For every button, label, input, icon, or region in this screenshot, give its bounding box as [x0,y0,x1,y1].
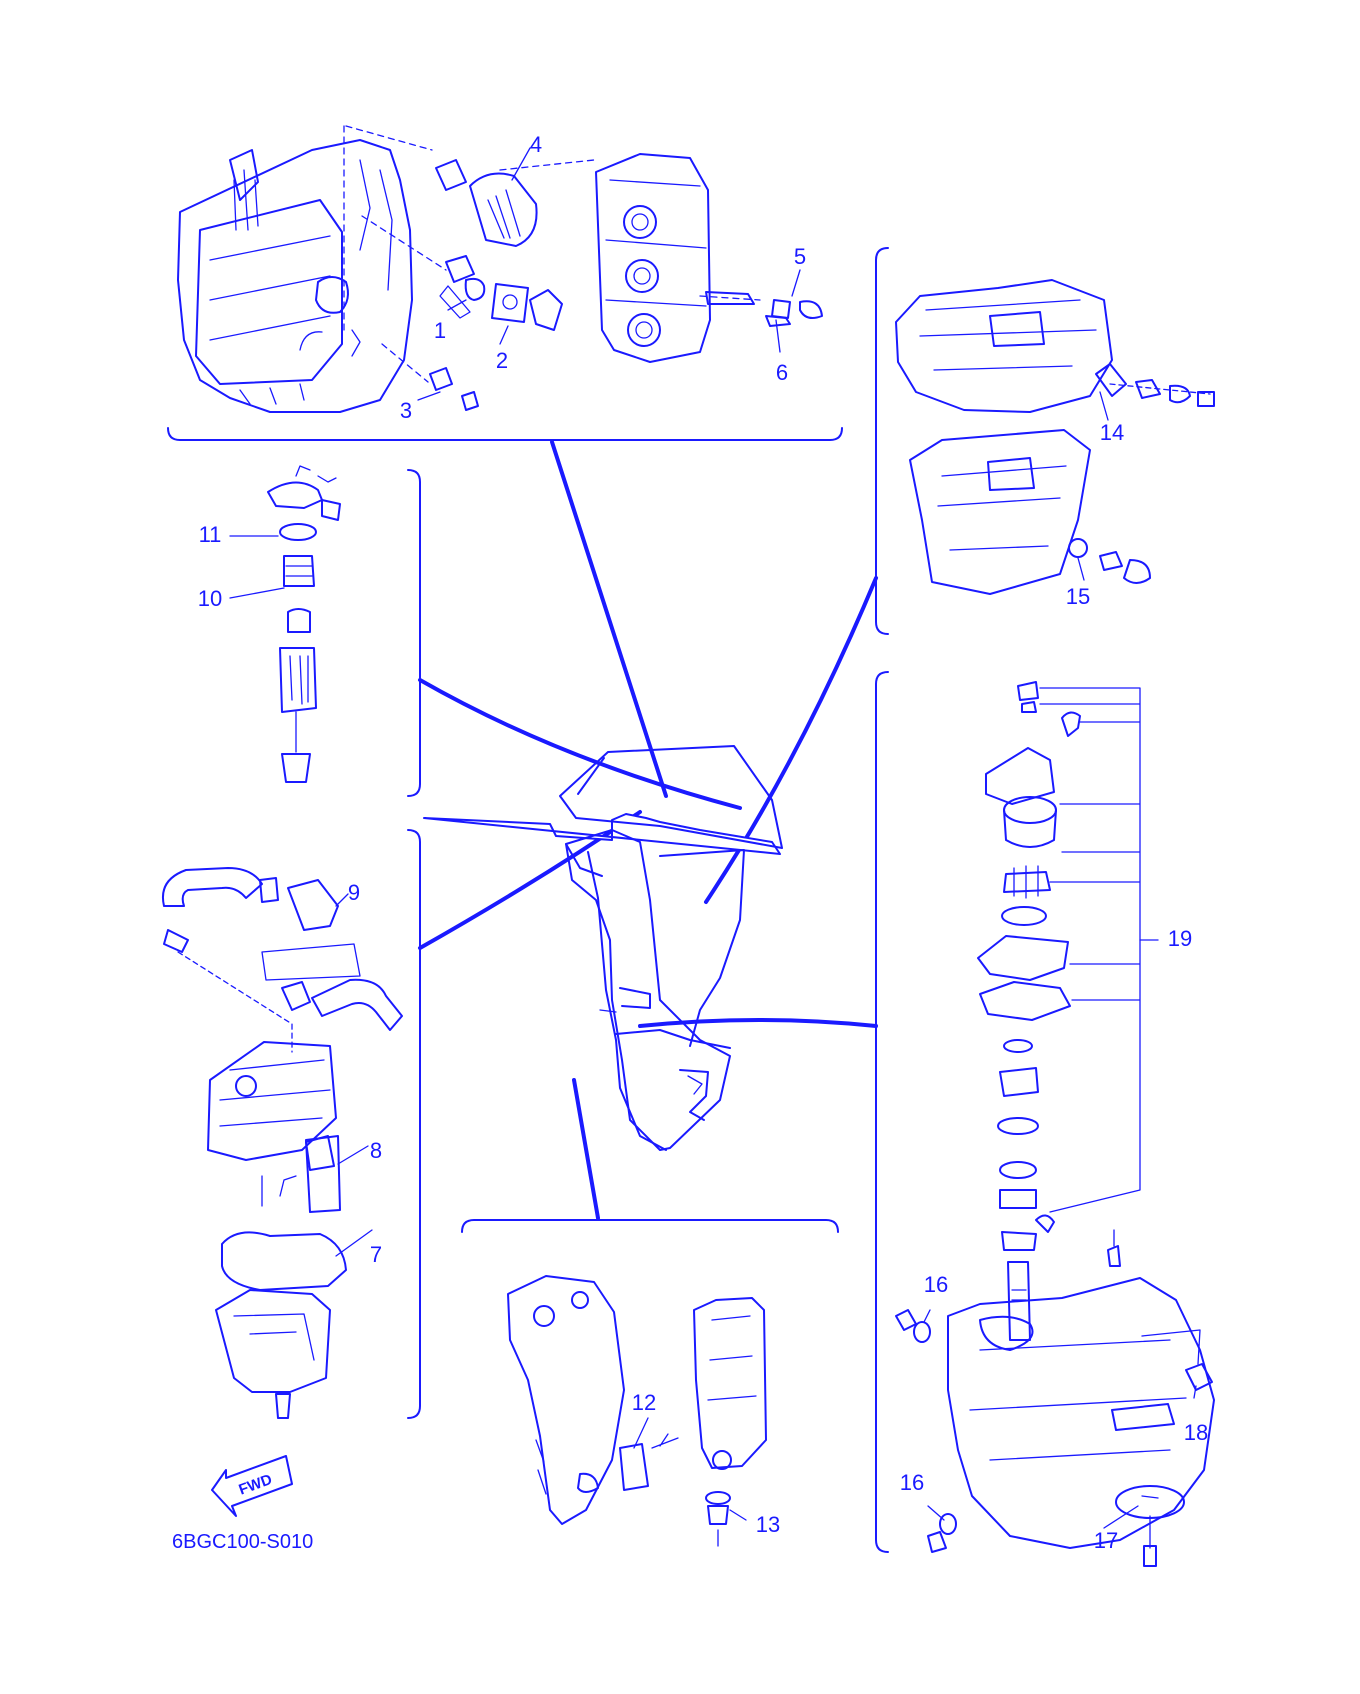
section-brackets [167,247,889,1553]
callout-8: 8 [370,1138,382,1163]
fuel-pump-assembly [162,867,403,1517]
callout-5: 5 [794,244,806,269]
callout-19: 19 [1168,926,1192,951]
bottom-cowling-assembly [895,279,1215,595]
callout-16-top: 16 [924,1272,948,1297]
callout-17: 17 [1094,1528,1118,1553]
callout-1: 1 [434,318,446,343]
callout-11: 11 [199,522,222,547]
callout-16-bottom: 16 [900,1470,924,1495]
callout-18: 18 [1184,1420,1208,1445]
callout-4: 4 [530,132,542,157]
callout-10: 10 [198,586,222,611]
fuel-filter-assembly [267,465,341,783]
outboard-motor [423,745,783,1151]
powerhead-assembly [177,125,823,413]
diagram-code: 6BGC100-S010 [172,1531,313,1553]
callout-14: 14 [1100,420,1124,445]
callout-13: 13 [756,1512,780,1537]
lower-unit-assembly [895,681,1215,1567]
callout-7: 7 [370,1242,382,1267]
callout-labels: 1 2 3 4 5 6 7 8 9 10 11 12 13 14 15 16 1… [198,132,1208,1553]
callout-2: 2 [496,348,508,373]
fwd-label: FWD [237,1471,275,1499]
callout-9: 9 [348,880,360,905]
callout-12: 12 [632,1390,656,1415]
leader-lines [229,147,1197,1529]
callout-3: 3 [400,398,412,423]
bracket-assembly [507,1275,767,1547]
callout-15: 15 [1066,584,1090,609]
callout-6: 6 [776,360,788,385]
